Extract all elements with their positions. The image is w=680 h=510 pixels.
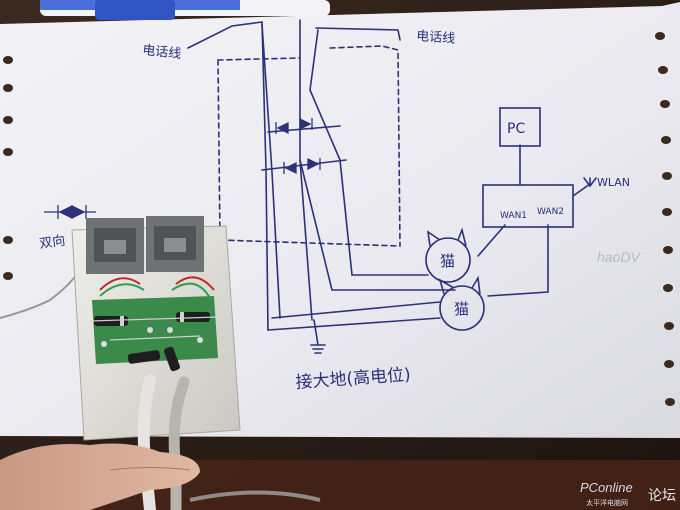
diode-symbols [44,117,321,220]
physical-diodes [89,312,219,372]
label-pc: PC [507,121,525,137]
watermark-forum: 论坛 [648,487,676,503]
circuit-diagram [187,19,597,354]
watermark-pconline: PConline [580,480,633,495]
junction-box [71,216,241,441]
modem-top-icon [425,227,471,283]
pc-box [499,107,541,147]
label-modem-bottom: 猫 [454,300,469,318]
pen [40,0,330,20]
table-cable [189,490,321,502]
watermark-pconline-sub: 太平洋电脑网 [586,498,628,507]
watermark-haodv: haoDV [597,249,641,265]
perforation-holes [3,32,675,406]
rj11-jack-left [86,218,144,274]
label-phone-line-right: 电话线 [416,29,456,47]
label-wan1: WAN1 [500,211,527,221]
modem-bottom-icon [438,275,485,331]
label-phone-line-left: 电话线 [142,43,182,62]
rj11-jack-right [146,216,204,272]
label-wlan: WLAN [597,176,630,189]
label-modem-top: 猫 [440,252,455,270]
label-wan2: WAN2 [537,207,564,217]
stray-wire [0,269,81,319]
label-diode-legend: 双向 [38,232,66,251]
hand [0,443,200,510]
